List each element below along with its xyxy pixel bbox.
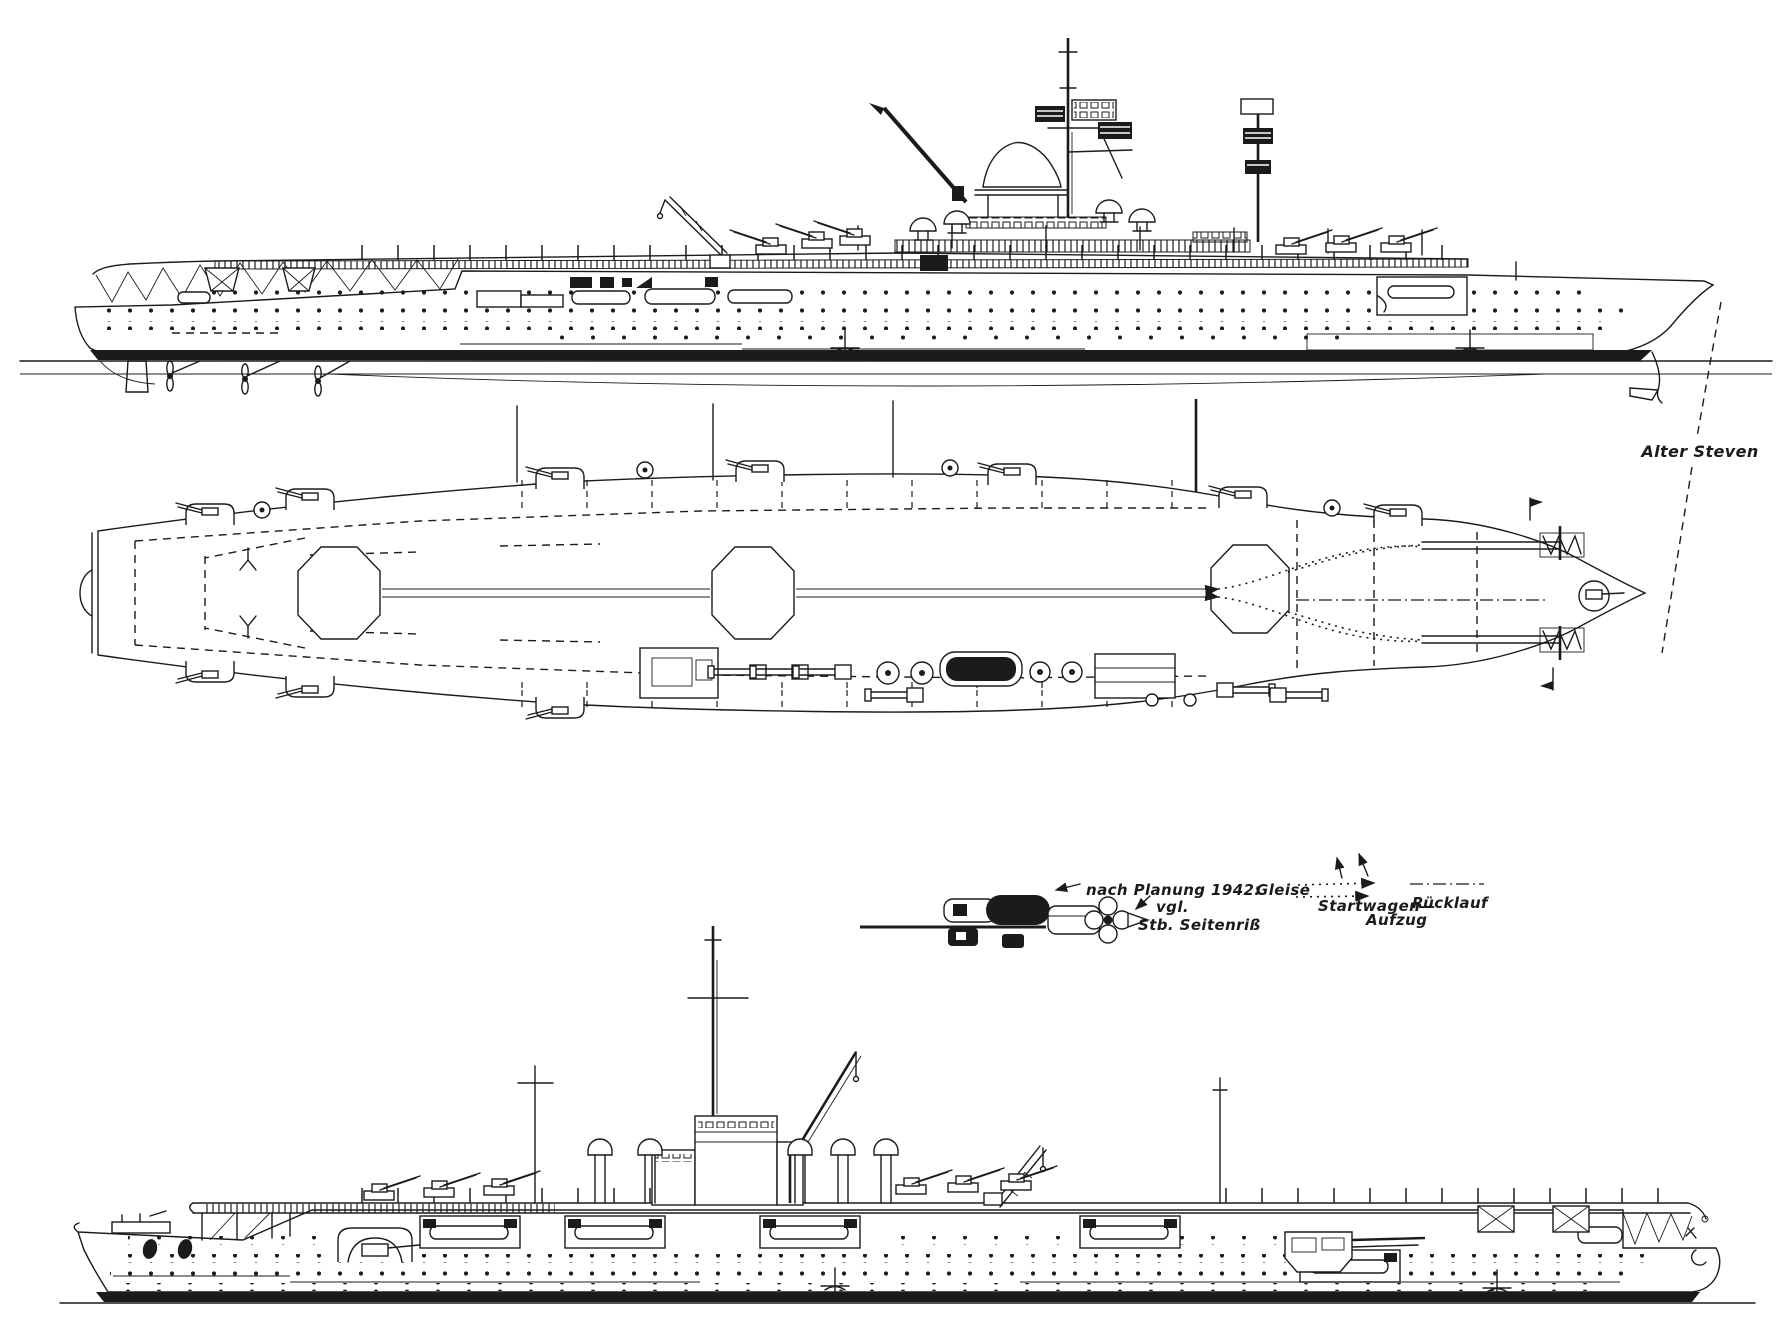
centerline-tracks	[382, 588, 1209, 598]
stb-seitenriss-label: Stb. Seitenriß	[1138, 916, 1261, 934]
boat-crane-top	[656, 196, 731, 269]
stern-transom-plan	[79, 532, 93, 654]
crane-bottom	[788, 1051, 862, 1203]
porthole-row	[210, 290, 1590, 299]
hull-bottom	[77, 1209, 1721, 1293]
view-bottom-profile	[59, 926, 1756, 1304]
elevator-mid	[711, 546, 795, 640]
alter-steven-marker: Alter Steven	[1639, 301, 1758, 654]
vgl-label: vgl.	[1156, 898, 1189, 916]
aircraft-detail	[860, 895, 1151, 948]
startwagen-label: Startwagen—	[1318, 897, 1436, 915]
elevator-aft	[297, 546, 381, 640]
alter-steven-label: Alter Steven	[1639, 442, 1758, 461]
ruecklauf-label: Rücklauf	[1412, 894, 1490, 912]
arrow-left-icon	[1054, 882, 1081, 893]
waterline-band-top	[90, 350, 1652, 361]
hull-fittings-top	[177, 255, 1485, 355]
fore-mast-bottom	[517, 1065, 554, 1204]
stern-anchor	[1685, 1227, 1707, 1266]
hawse-opening	[142, 1239, 158, 1259]
funnel-plan	[946, 657, 1016, 681]
aufzug-label: Aufzug	[1365, 911, 1427, 929]
hull-outline-dashed	[134, 479, 1478, 707]
flight-deck-outline	[97, 473, 1647, 713]
shaft-glyphs	[239, 547, 257, 639]
gleise-label: Gleise	[1256, 881, 1310, 899]
elevator-fwd	[1210, 544, 1290, 634]
waterline-band-bottom	[96, 1292, 1700, 1302]
main-mast-bottom	[687, 926, 749, 1116]
nach-planung-label: nach Planung 1942:	[1086, 881, 1261, 899]
port-edge-sponsons	[175, 459, 1423, 527]
arrow-down-left-icon	[1134, 895, 1151, 910]
legend: nach Planung 1942: vgl. Stb. Seitenriß G…	[1054, 852, 1490, 934]
catapult-tracks	[1204, 497, 1625, 691]
tail-unit	[1084, 896, 1151, 944]
hull-fittings-bottom	[73, 1205, 1707, 1295]
arrow-up-icon	[1334, 856, 1345, 879]
view-top-profile	[19, 38, 1773, 404]
island-plan	[175, 647, 1329, 720]
arrow-up-icon	[1358, 852, 1369, 877]
radar-antenna	[1035, 99, 1132, 139]
funnel-cap	[982, 141, 1062, 188]
island-top	[729, 38, 1438, 255]
plan-masts	[516, 399, 1198, 492]
aft-mast	[1192, 98, 1274, 243]
view-deck-plan	[79, 399, 1647, 720]
gleise-track-line	[1297, 877, 1376, 889]
wing-center-section	[986, 895, 1050, 925]
bow-fairlead	[73, 1222, 80, 1233]
island-bottom	[363, 926, 1058, 1208]
casemate-turret	[1284, 1231, 1426, 1273]
aircraft-crane-top	[869, 103, 968, 204]
underwater-top	[99, 351, 1663, 404]
bridge-block	[694, 1115, 778, 1206]
